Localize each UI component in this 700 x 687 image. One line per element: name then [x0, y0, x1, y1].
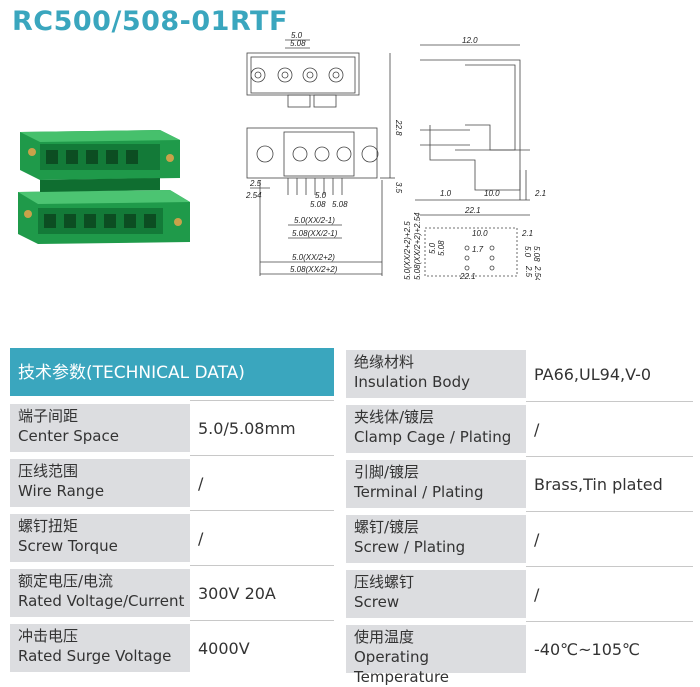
label-en: Screw / Plating [354, 538, 466, 556]
label-zh: 螺钉/镀层 [354, 518, 420, 536]
row-separator [526, 511, 693, 512]
value-screw-plating: / [526, 515, 693, 563]
label-en: Clamp Cage / Plating [354, 428, 512, 446]
row-separator [526, 401, 693, 402]
label-zh: 压线范围 [18, 462, 79, 480]
label-zh: 夹线体/镀层 [354, 408, 435, 426]
row-separator [190, 400, 334, 401]
technical-drawing: 5.0 5.08 22.8 3.5 2.5 2.54 5.0 5.08 5.08… [245, 31, 546, 280]
value-screw-torque: / [190, 514, 334, 562]
label-en: Insulation Body [354, 373, 470, 391]
label-screw-plating: 螺钉/镀层 Screw / Plating [346, 515, 526, 563]
dim-pcb-5-08: 5.08 [437, 240, 446, 256]
value-center-space: 5.0/5.08mm [190, 404, 334, 452]
row-separator [190, 455, 334, 456]
row-separator [190, 565, 334, 566]
value-rated-voltage: 300V 20A [190, 569, 334, 617]
label-en: Wire Range [18, 482, 105, 500]
dim-xx2: 5.08(XX/2-1) [292, 229, 338, 238]
dim-pcb-hole: 1.7 [472, 245, 484, 254]
dim-pcb-2-54: 2.54 [533, 265, 542, 280]
value-operating-temperature: -40℃~105℃ [526, 625, 693, 673]
row-separator [526, 621, 693, 622]
label-zh: 额定电压/电流 [18, 572, 114, 590]
row-separator [526, 456, 693, 457]
label-zh: 绝缘材料 [354, 353, 415, 371]
value-terminal-plating: Brass,Tin plated [526, 460, 693, 508]
dim-pcb-xx-v1: 5.0(XX/2+2)+2.5 [403, 221, 412, 280]
row-separator [526, 566, 693, 567]
table-header: 技术参数(TECHNICAL DATA) [10, 348, 334, 396]
label-zh: 压线螺钉 [354, 573, 415, 591]
label-screw: 压线螺钉 Screw [346, 570, 526, 618]
label-terminal-plating: 引脚/镀层 Terminal / Plating [346, 460, 526, 508]
label-zh: 引脚/镀层 [354, 463, 420, 481]
dim-pcb-5-0: 5.0 [428, 242, 437, 254]
dim-top-5-08: 5.08 [290, 39, 306, 48]
value-screw: / [526, 570, 693, 618]
dim-side-22-1: 22.1 [464, 206, 481, 215]
label-zh: 螺钉扭矩 [18, 517, 79, 535]
label-wire-range: 压线范围 Wire Range [10, 459, 190, 507]
dim-pcb-2-5: 2.5 [524, 265, 533, 278]
label-en: Operating Temperature [354, 648, 450, 686]
label-en: Screw [354, 593, 400, 611]
product-title: RC500/508-01RTF [12, 6, 288, 37]
dim-bot-5-08: 5.08 [310, 200, 326, 209]
dim-top-5-0: 5.0 [291, 31, 303, 40]
label-en: Center Space [18, 427, 119, 445]
dim-pcb-5-0-r: 5.0 [523, 246, 532, 258]
label-center-space: 端子间距 Center Space [10, 404, 190, 452]
dim-pcb-2-1: 2.1 [521, 229, 533, 238]
dim-bot-5-0: 5.0 [315, 191, 327, 200]
label-insulation-body: 绝缘材料 Insulation Body [346, 350, 526, 398]
value-clamp-cage: / [526, 405, 693, 453]
dim-xx4: 5.08(XX/2+2) [290, 265, 338, 274]
dim-height-22-8: 22.8 [394, 119, 403, 136]
label-operating-temperature: 使用温度 Operating Temperature [346, 625, 526, 686]
dim-left-2-5: 2.5 [249, 179, 262, 188]
label-zh: 冲击电压 [18, 627, 79, 645]
dim-left-2-54: 2.54 [245, 191, 262, 200]
label-zh: 端子间距 [18, 407, 79, 425]
dim-xx3: 5.0(XX/2+2) [292, 253, 335, 262]
value-wire-range: / [190, 459, 334, 507]
label-en: Screw Torque [18, 537, 118, 555]
product-photo [18, 130, 190, 244]
row-separator [190, 510, 334, 511]
dim-side-2-1: 2.1 [534, 189, 546, 198]
label-en: Rated Voltage/Current [18, 592, 185, 610]
dim-side-10-0: 10.0 [484, 189, 500, 198]
dim-bot-5-08b: 5.08 [332, 200, 348, 209]
label-surge-voltage: 冲击电压 Rated Surge Voltage [10, 624, 190, 672]
dim-pcb-xx-v2: 5.08(XX/2+2)+2.54 [413, 212, 422, 280]
value-surge-voltage: 4000V [190, 624, 334, 672]
value-insulation-body: PA66,UL94,V-0 [526, 350, 693, 398]
label-clamp-cage: 夹线体/镀层 Clamp Cage / Plating [346, 405, 526, 453]
dim-side-3-5: 3.5 [394, 182, 403, 194]
label-en: Rated Surge Voltage [18, 647, 172, 665]
dim-pcb-5-08-r: 5.08 [532, 246, 541, 262]
dim-xx1: 5.0(XX/2-1) [294, 216, 335, 225]
label-screw-torque: 螺钉扭矩 Screw Torque [10, 514, 190, 562]
dim-pcb-22-1: 22.1 [459, 272, 476, 280]
label-en: Terminal / Plating [354, 483, 484, 501]
dim-pcb-10-0: 10.0 [472, 229, 488, 238]
row-separator [190, 620, 334, 621]
label-rated-voltage: 额定电压/电流 Rated Voltage/Current [10, 569, 190, 617]
dim-side-12-0: 12.0 [462, 36, 478, 45]
dim-side-1-0: 1.0 [440, 189, 452, 198]
label-zh: 使用温度 [354, 628, 415, 646]
